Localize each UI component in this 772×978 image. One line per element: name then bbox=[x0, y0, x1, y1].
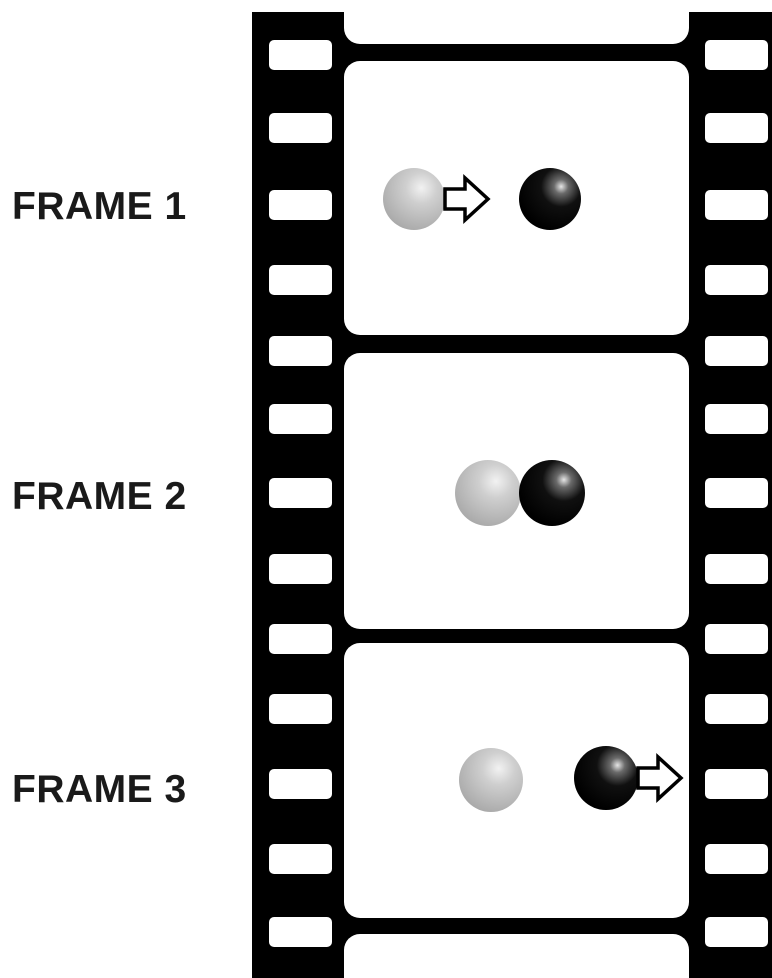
frame-3 bbox=[344, 643, 689, 918]
perforation bbox=[269, 554, 332, 584]
partial-frame-top bbox=[344, 0, 689, 44]
right-arrow-icon bbox=[636, 753, 684, 803]
perforation bbox=[269, 40, 332, 70]
right-arrow-icon bbox=[443, 174, 491, 224]
black-ball-icon bbox=[519, 460, 585, 526]
perforation bbox=[705, 336, 768, 366]
frame-2 bbox=[344, 353, 689, 629]
perforation bbox=[705, 190, 768, 220]
perforation bbox=[269, 404, 332, 434]
left-perforations bbox=[269, 40, 332, 947]
black-ball-icon bbox=[519, 168, 581, 230]
perforation bbox=[269, 336, 332, 366]
perforation bbox=[269, 917, 332, 947]
frame-1 bbox=[344, 61, 689, 335]
frame-1-window bbox=[344, 61, 689, 335]
perforation bbox=[269, 478, 332, 508]
perforation bbox=[705, 478, 768, 508]
perforation bbox=[705, 265, 768, 295]
gray-ball-icon bbox=[383, 168, 445, 230]
perforation bbox=[705, 769, 768, 799]
perforation bbox=[269, 694, 332, 724]
perforation bbox=[269, 769, 332, 799]
perforation bbox=[705, 113, 768, 143]
perforation bbox=[269, 265, 332, 295]
frame-3-label: FRAME 3 bbox=[12, 768, 187, 811]
perforation bbox=[269, 113, 332, 143]
perforation bbox=[269, 844, 332, 874]
perforation bbox=[705, 917, 768, 947]
frame-2-label: FRAME 2 bbox=[12, 475, 187, 518]
frame-1-label: FRAME 1 bbox=[12, 185, 187, 228]
gray-ball-icon bbox=[459, 748, 523, 812]
gray-ball-icon bbox=[455, 460, 521, 526]
perforation bbox=[705, 40, 768, 70]
perforation bbox=[269, 190, 332, 220]
perforation bbox=[705, 404, 768, 434]
perforation bbox=[705, 554, 768, 584]
perforation bbox=[269, 624, 332, 654]
right-perforations bbox=[705, 40, 768, 947]
perforation bbox=[705, 624, 768, 654]
perforation bbox=[705, 694, 768, 724]
perforation bbox=[705, 844, 768, 874]
partial-frame-bottom bbox=[344, 934, 689, 978]
black-ball-icon bbox=[574, 746, 638, 810]
